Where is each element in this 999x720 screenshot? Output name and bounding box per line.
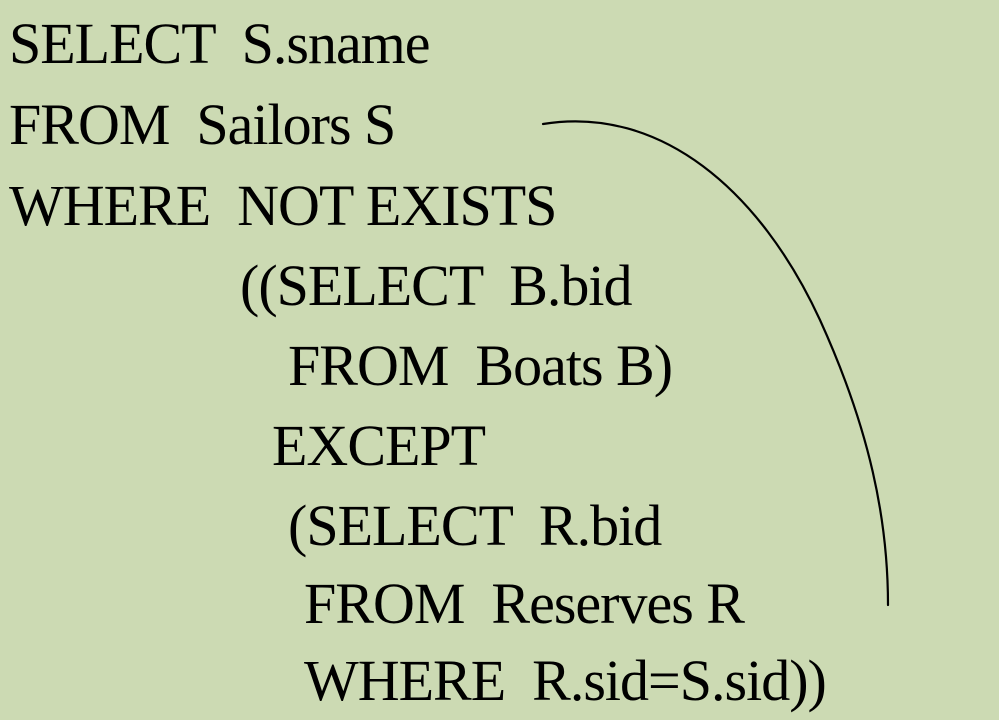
subquery-where-correlation: WHERE R.sid=S.sid)) xyxy=(304,648,827,713)
subquery-select-reserves: (SELECT R.bid xyxy=(288,493,662,558)
subquery-select-boats: ((SELECT B.bid xyxy=(240,253,633,318)
subquery-from-reserves: FROM Reserves R xyxy=(304,571,745,636)
where-not-exists-clause: WHERE NOT EXISTS xyxy=(9,173,557,238)
subquery-from-boats: FROM Boats B) xyxy=(288,333,673,398)
except-keyword: EXCEPT xyxy=(272,413,486,478)
select-clause: SELECT S.sname xyxy=(9,11,431,76)
from-clause: FROM Sailors S xyxy=(9,92,396,157)
